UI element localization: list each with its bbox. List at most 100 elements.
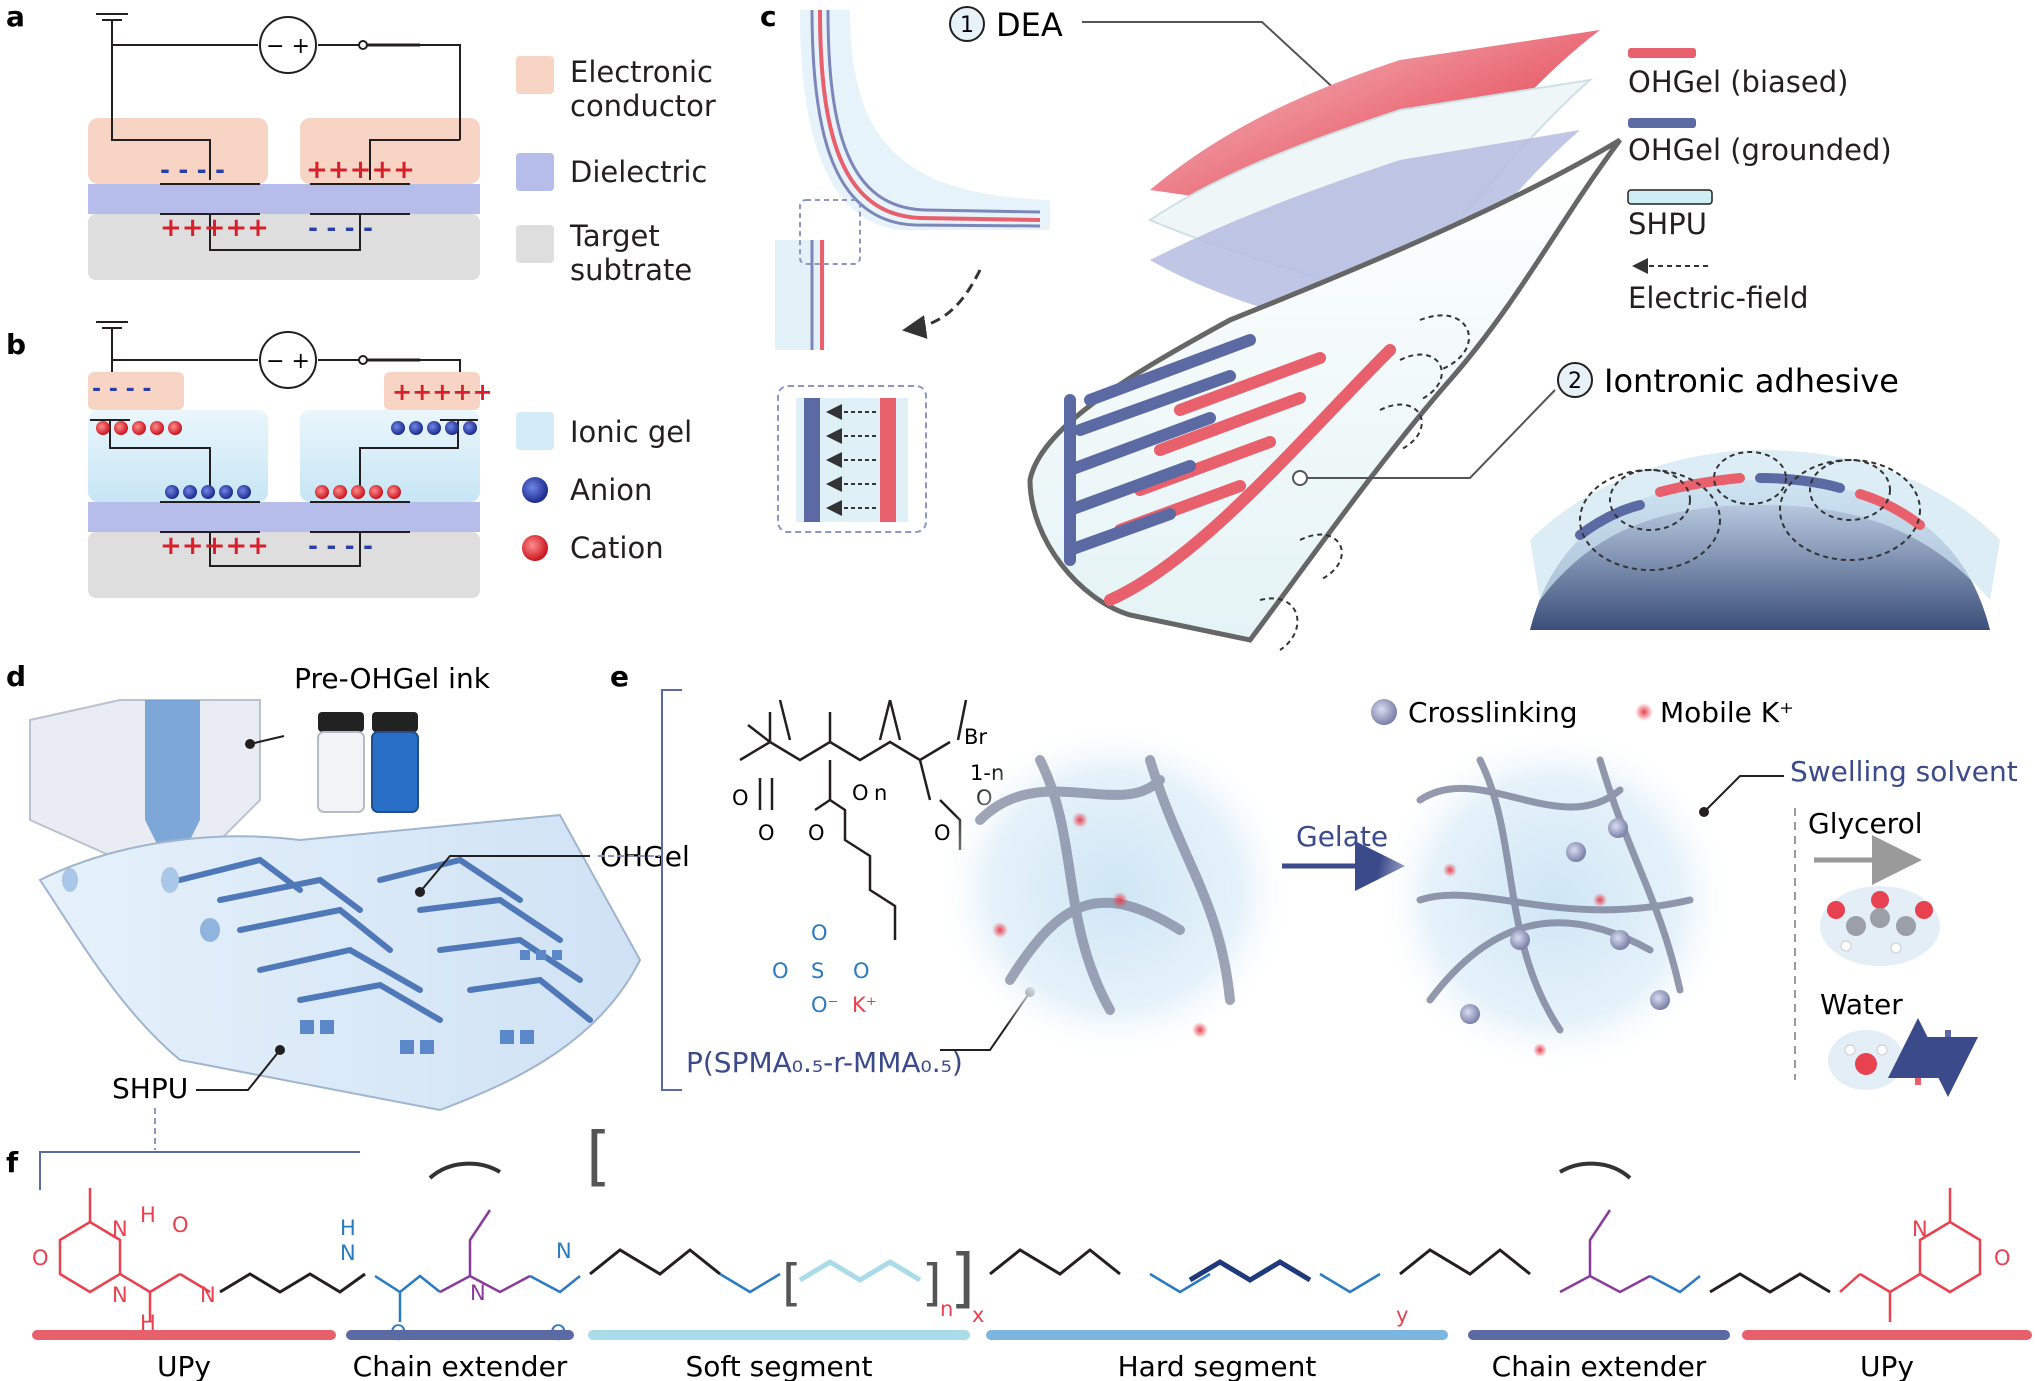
atom-o: O xyxy=(1994,1246,2011,1270)
legend-crosslinking: Crosslinking xyxy=(1408,696,1578,729)
legend-substrate-line1: Target xyxy=(569,219,660,253)
atom-n: N xyxy=(1912,1217,1928,1241)
panel-c: c 1 DEA xyxy=(760,0,2000,651)
shpu-label: SHPU xyxy=(112,1072,188,1105)
callout-1-number: 1 xyxy=(960,13,974,38)
segment-bar-soft xyxy=(588,1330,970,1340)
legend-conductor-line2: conductor xyxy=(570,89,716,123)
bracket-close: ] xyxy=(950,1242,975,1316)
legend-electric-field: Electric-field xyxy=(1628,281,1809,315)
electrode-left xyxy=(88,118,268,184)
atom-h: H xyxy=(340,1216,356,1240)
anions-right xyxy=(391,421,477,435)
circuit-pads xyxy=(300,950,562,1054)
charge-minus: - - - - xyxy=(308,214,373,242)
legend-swatch-substrate xyxy=(516,225,554,263)
chem-o-minus: O⁻ xyxy=(811,993,839,1017)
chem-o-blue: O xyxy=(772,959,789,983)
charge-minus: - - - - xyxy=(160,156,225,184)
switch-terminal-b xyxy=(358,355,368,365)
atom-n: N xyxy=(112,1283,128,1307)
upy-left-structure xyxy=(58,1188,211,1322)
chem-o: O xyxy=(732,786,749,810)
atom-n: N xyxy=(470,1281,486,1305)
water-molecule xyxy=(1828,1030,1904,1090)
chem-o: O xyxy=(808,821,825,845)
polymer-network-before xyxy=(935,720,1295,1060)
atom-h: H xyxy=(140,1203,156,1227)
legend-swatch-grounded xyxy=(1628,118,1696,128)
legend-crosslink-icon xyxy=(1371,699,1397,725)
segment-label-chain-extender: Chain extender xyxy=(353,1350,568,1381)
polymer-name: P(SPMA₀.₅-r-MMA₀.₅) xyxy=(686,1046,963,1079)
legend-substrate-line2: subtrate xyxy=(570,253,692,287)
atom-o: O xyxy=(32,1246,49,1270)
shpu-sheet xyxy=(38,813,642,1112)
legend-swatch-ionic xyxy=(516,412,554,450)
electrode-right-b xyxy=(384,372,480,410)
segment-label-upy: UPy xyxy=(157,1350,211,1381)
legend-shpu: SHPU xyxy=(1628,207,1707,241)
adhesive-field-lines xyxy=(1579,451,1921,571)
chem-o-blue: O xyxy=(853,959,870,983)
legend-grounded: OHGel (grounded) xyxy=(1628,133,1892,167)
chem-n: n xyxy=(874,781,887,805)
legend-dielectric: Dielectric xyxy=(570,155,707,189)
glycerol-label: Glycerol xyxy=(1808,807,1922,840)
segment-bar-chain-extender xyxy=(346,1330,574,1340)
atom-o: O xyxy=(172,1213,189,1237)
panel-a-label: a xyxy=(6,0,25,33)
segment-label-chain-extender: Chain extender xyxy=(1492,1350,1707,1381)
legend-swatch-dielectric xyxy=(516,153,554,191)
cations-right xyxy=(315,485,401,499)
panel-c-label: c xyxy=(760,0,777,33)
callout-iontronic-adhesive: Iontronic adhesive xyxy=(1604,362,1899,400)
legend-cation-icon xyxy=(522,535,548,561)
legend-mobile-k-icon xyxy=(1635,703,1653,721)
segment-label-soft: Soft segment xyxy=(686,1350,873,1381)
switch-terminal-a xyxy=(358,40,368,50)
segment-bars xyxy=(32,1330,2032,1340)
subscript-n: n xyxy=(940,1297,953,1321)
segment-bar-upy xyxy=(1742,1330,2032,1340)
panel-e-label: e xyxy=(610,660,629,693)
vial-blue xyxy=(371,712,419,813)
legend-ionic-gel: Ionic gel xyxy=(570,415,692,449)
interdigitated-electrodes xyxy=(1064,334,1326,566)
charge-minus: - - - - xyxy=(92,377,152,402)
bracket-close: ] xyxy=(922,1254,942,1312)
glycerol-molecule xyxy=(1820,886,1940,966)
water-label: Water xyxy=(1820,988,1903,1021)
chem-k-plus: K⁺ xyxy=(852,993,877,1017)
voltage-source-b xyxy=(259,331,317,389)
chem-o: O xyxy=(758,821,775,845)
callout-2-number: 2 xyxy=(1568,369,1582,394)
zoom-box-small xyxy=(799,199,861,265)
panel-d-label: d xyxy=(6,660,26,693)
electrode-right xyxy=(300,118,480,184)
adhesive-electrodes xyxy=(1575,473,1925,540)
subscript-x: x xyxy=(972,1303,984,1327)
upy-right-structure xyxy=(1839,1188,1982,1322)
charge-plus: +++++ xyxy=(306,155,415,185)
segment-bar-hard xyxy=(986,1330,1448,1340)
legend-swatch-biased xyxy=(1628,48,1696,58)
segment-label-upy: UPy xyxy=(1860,1350,1914,1381)
printed-circuit xyxy=(177,856,593,1023)
anions-left xyxy=(165,485,251,499)
voltage-source-a xyxy=(259,16,317,74)
callout-dea: DEA xyxy=(996,6,1063,44)
chem-o-blue: O xyxy=(811,921,828,945)
atom-n: N xyxy=(556,1239,572,1263)
panel-f-label: f xyxy=(6,1146,19,1179)
atom-h: H xyxy=(140,1311,156,1335)
callout-2-badge xyxy=(1557,362,1593,398)
vial-clear xyxy=(317,712,365,813)
bracket-open: [ xyxy=(782,1254,802,1312)
legend-biased: OHGel (biased) xyxy=(1628,65,1848,99)
panel-b-label: b xyxy=(6,328,26,361)
chem-s: S xyxy=(811,959,824,983)
callout-1-badge xyxy=(949,6,985,42)
atom-n: N xyxy=(200,1283,216,1307)
